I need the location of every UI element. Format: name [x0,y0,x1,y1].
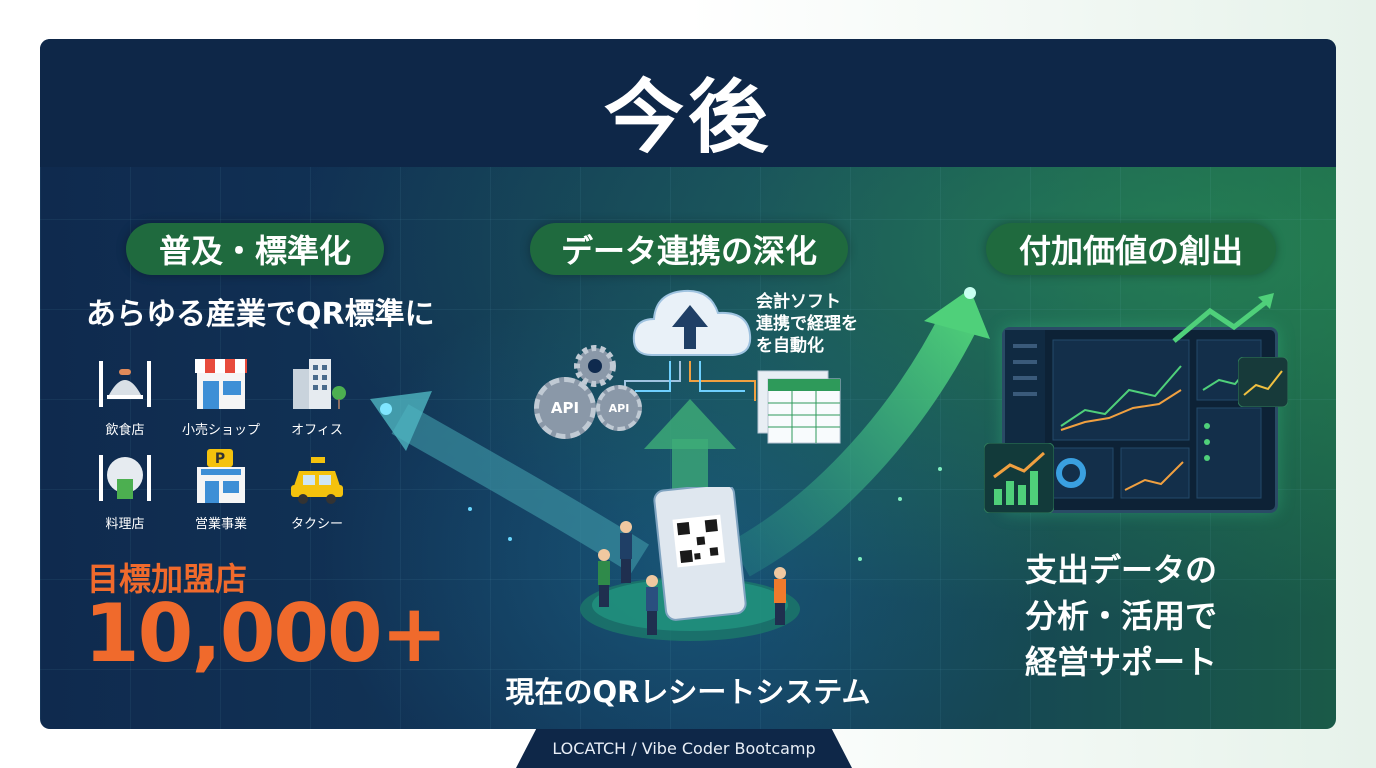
mini-line-chart-card [1238,357,1288,407]
heading-pill-value-creation: 付加価値の創出 [986,223,1276,275]
footer-credit: LOCATCH / Vibe Coder Bootcamp [516,729,852,768]
current-system-caption: 現在のQRレシートシステム [505,675,871,709]
industry-item: タクシー [272,449,362,532]
industry-label: タクシー [290,517,343,532]
restaurant-icon [99,361,151,407]
value-creation-text: 支出データの 分析・活用で 経営サポート [1025,547,1217,685]
adoption-subtitle: あらゆる産業でQR標準に [86,297,435,332]
bar-chart-card [984,443,1054,513]
api-gear-left: API [534,377,596,439]
gear-icon [574,345,616,387]
api-label: API [550,399,580,417]
industry-item: P 営業事業 [176,449,266,532]
cloud-upload-icon [632,289,752,356]
taxi-icon [291,457,343,504]
page-title: 今後 [604,71,772,164]
parking-shop-icon: P [197,449,245,503]
industry-label: 営業事業 [194,517,247,532]
value-text-line: 分析・活用で [1025,597,1218,635]
accounting-integration-note: 会計ソフト 連携で経理を を自動化 [756,292,858,356]
chef-icon [99,455,151,501]
industry-item: 小売ショップ [176,355,266,438]
heading-pill-adoption: 普及・標準化 [126,223,384,275]
smartphone-qr-illustration [598,487,786,635]
api-gear-right: API [596,385,642,431]
trend-up-arrow-icon [1172,293,1274,343]
spreadsheet-icon [757,370,841,444]
storefront-icon [195,359,247,409]
industry-label: 小売ショップ [181,423,260,438]
industry-label: オフィス [291,423,343,438]
footer-text: LOCATCH / Vibe Coder Bootcamp [552,739,816,758]
goal-value: 10,000+ [84,587,448,680]
industry-item: 飲食店 [80,355,170,438]
api-label: API [608,401,630,415]
industry-label: 料理店 [105,517,145,532]
industry-label: 飲食店 [105,423,145,438]
value-text-line: 経営サポート [1025,643,1218,681]
goal-label: 目標加盟店 [87,560,248,598]
value-text-line: 支出データの [1025,551,1218,589]
industry-item: 料理店 [80,449,170,532]
title-band [40,39,1336,167]
main-panel: 今後 普及・標準化 あらゆる産業でQR標準に [40,39,1336,729]
heading-pill-data-integration: データ連携の深化 [530,223,848,275]
industry-item: オフィス [272,355,362,438]
office-building-icon [293,359,346,409]
svg-text:P: P [215,451,225,467]
